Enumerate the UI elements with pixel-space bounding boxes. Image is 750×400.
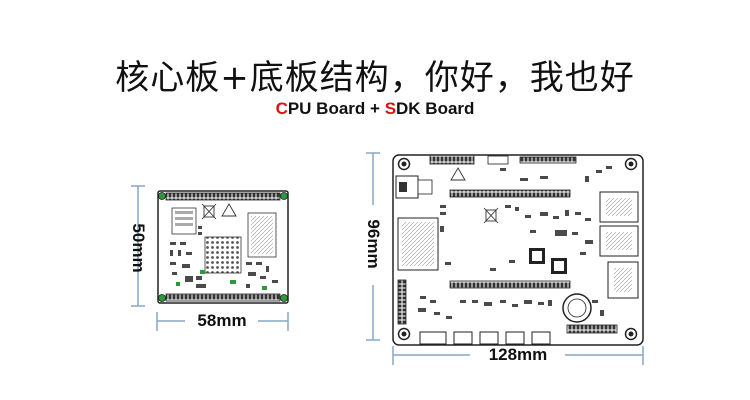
- cpu-width-dimension: [156, 312, 289, 331]
- sdk-height-dimension: [366, 152, 380, 341]
- cpu-height-dimension: [131, 185, 145, 307]
- sdk-rest: DK Board: [396, 99, 475, 118]
- sdk-height-label: 96mm: [364, 219, 383, 269]
- sdk-width-dimension: [392, 346, 644, 365]
- cpu-rest: PU Board +: [287, 99, 385, 118]
- cpu-initial: C: [275, 99, 288, 118]
- sdk-width-label: 128mm: [488, 345, 548, 364]
- cpu-height-label: 50mm: [129, 223, 148, 273]
- cpu-board: [157, 190, 289, 304]
- cpu-width-label: 58mm: [197, 311, 247, 330]
- page-subtitle: CPU Board + SDK Board: [0, 99, 750, 119]
- sdk-initial: S: [384, 99, 397, 118]
- sdk-board: [392, 154, 644, 346]
- page-title: 核心板+底板结构，你好，我也好: [115, 58, 635, 98]
